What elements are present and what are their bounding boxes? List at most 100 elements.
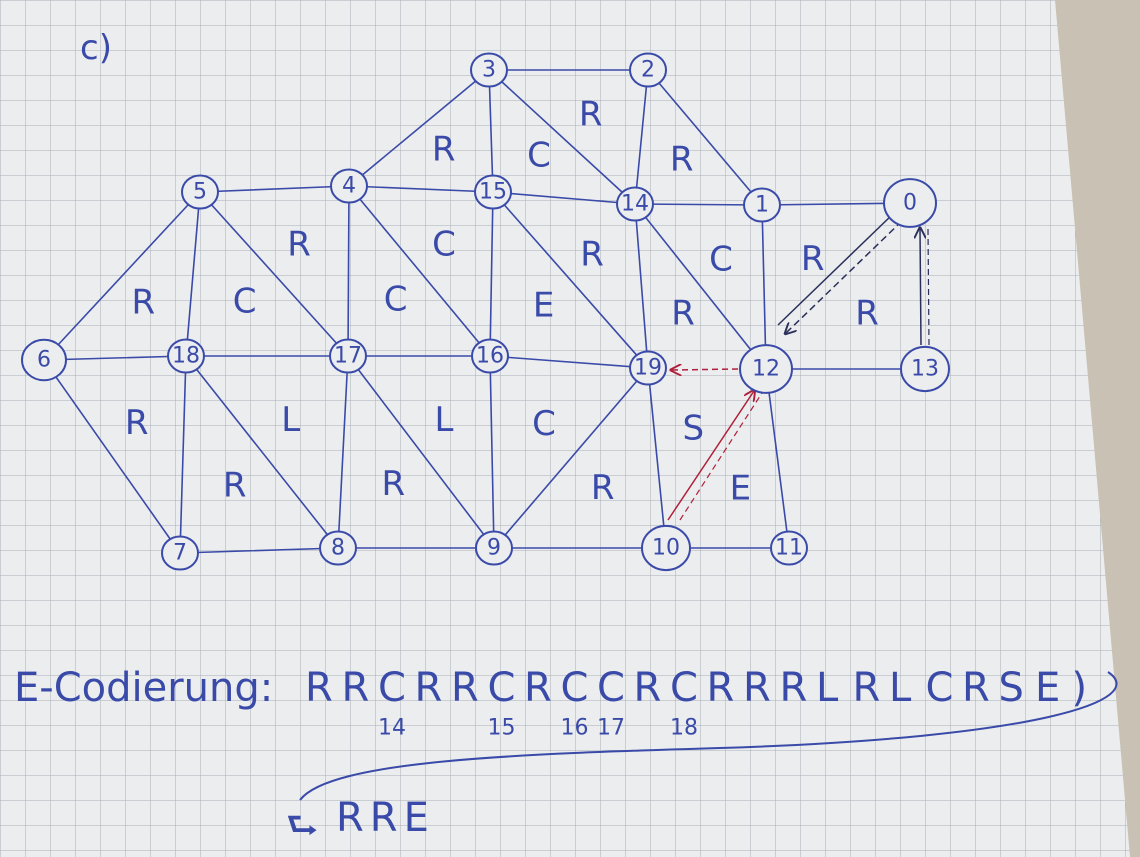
vertex-label: 12: [752, 357, 780, 382]
encoding-symbol-12: R: [743, 665, 771, 711]
vertex-circle: [471, 338, 509, 374]
edge-15-16: [489, 191, 494, 357]
face-label-7: C: [709, 239, 733, 279]
face-label-15: R: [125, 403, 149, 443]
encoding-symbol-18: R: [962, 665, 990, 711]
edge-1-12: [761, 204, 767, 370]
vertex-circle: [470, 52, 508, 88]
encoding-subscript-14: 14: [378, 716, 406, 741]
edge-5-6: [43, 191, 201, 361]
vertex-label: 0: [903, 191, 917, 216]
vertex-15: 15: [474, 174, 512, 210]
face-label-12: E: [533, 285, 554, 325]
edge-3-15: [488, 69, 494, 193]
part-label: c): [80, 28, 112, 68]
highlight-arrows: [667, 212, 930, 521]
vertex-0: 0: [883, 178, 937, 228]
encoding-symbol-1: R: [342, 665, 370, 711]
arrow-0-to-12-dashed: [786, 220, 903, 333]
edge-4-16: [348, 185, 491, 357]
edge-3-14: [488, 69, 636, 205]
encoding-symbol-7: C: [561, 665, 589, 711]
edge-14-1: [634, 203, 763, 206]
face-label-20: C: [532, 404, 556, 444]
encoding-symbol-15: R: [853, 665, 881, 711]
face-label-3: R: [670, 140, 694, 180]
encoding-close-bracket: ): [1072, 665, 1088, 711]
arrow-13-to-0-dashed: [927, 228, 930, 346]
encoding-symbol-19: S: [999, 665, 1024, 711]
edge-16-19: [489, 355, 649, 369]
vertex-circle: [629, 350, 667, 386]
vertex-11: 11: [770, 530, 808, 566]
vertex-circle: [616, 186, 654, 222]
vertex-circle: [475, 530, 513, 566]
encoding-symbol-20: E: [1035, 665, 1060, 711]
vertex-label: 3: [482, 58, 496, 83]
encoding-symbol-5: C: [488, 665, 516, 711]
vertex-9: 9: [475, 530, 513, 566]
encoding-symbol-13: R: [780, 665, 808, 711]
edge-19-9: [493, 367, 649, 549]
vertex-circle: [770, 530, 808, 566]
face-label-16: R: [223, 466, 247, 506]
face-label-11: C: [384, 279, 408, 319]
continuation-arrow-icon: ⮑: [286, 806, 318, 847]
encoding-subscript-15: 15: [488, 716, 516, 741]
vertex-circle: [167, 338, 205, 374]
vertex-circle: [329, 338, 367, 374]
edge-17-8: [337, 355, 349, 549]
edge-12-11: [765, 368, 790, 549]
vertex-circle: [474, 174, 512, 210]
vertex-label: 18: [172, 344, 200, 369]
encoding-symbol-6: R: [524, 665, 552, 711]
vertex-circle: [743, 187, 781, 223]
face-label-19: L: [435, 400, 454, 440]
edge-5-18: [185, 191, 201, 357]
encoding-symbol-0: R: [305, 665, 333, 711]
encoding-symbol-17: C: [926, 665, 954, 711]
face-label-23: E: [730, 468, 751, 508]
vertex-6: 6: [21, 338, 67, 382]
vertex-circle: [21, 338, 67, 382]
face-label-1: C: [527, 135, 551, 175]
encoding-symbol-4: R: [451, 665, 479, 711]
vertex-8: 8: [319, 530, 357, 566]
vertex-label: 10: [652, 536, 680, 561]
vertex-circle: [319, 530, 357, 566]
face-label-14: R: [855, 294, 879, 334]
edge-19-10: [647, 367, 667, 549]
edge-2-1: [647, 69, 763, 206]
vertex-16: 16: [471, 338, 509, 374]
vertex-17: 17: [329, 338, 367, 374]
vertex-label: 5: [193, 180, 207, 205]
vertex-19: 19: [629, 350, 667, 386]
edge-4-17: [347, 185, 350, 357]
edge-14-19: [634, 203, 649, 369]
edge-6-18: [43, 355, 187, 361]
wrap-around-curve: [299, 671, 1118, 801]
face-label-9: R: [132, 283, 156, 323]
encoding-subscript-16: 16: [561, 716, 589, 741]
vertex-circle: [900, 345, 950, 393]
face-label-4: R: [287, 225, 311, 265]
face-label-2: R: [579, 95, 603, 135]
vertex-circle: [181, 174, 219, 210]
edge-4-15: [348, 185, 494, 193]
edge-14-12: [634, 203, 767, 370]
edge-3-4: [348, 69, 490, 187]
face-label-10: C: [233, 281, 257, 321]
vertex-label: 11: [775, 536, 803, 561]
edge-15-14: [492, 191, 636, 205]
vertex-13: 13: [900, 345, 950, 393]
edge-2-14: [634, 69, 649, 205]
encoding-continuation: RRE: [336, 795, 435, 841]
face-label-0: R: [432, 129, 456, 169]
face-label-17: L: [281, 400, 300, 440]
